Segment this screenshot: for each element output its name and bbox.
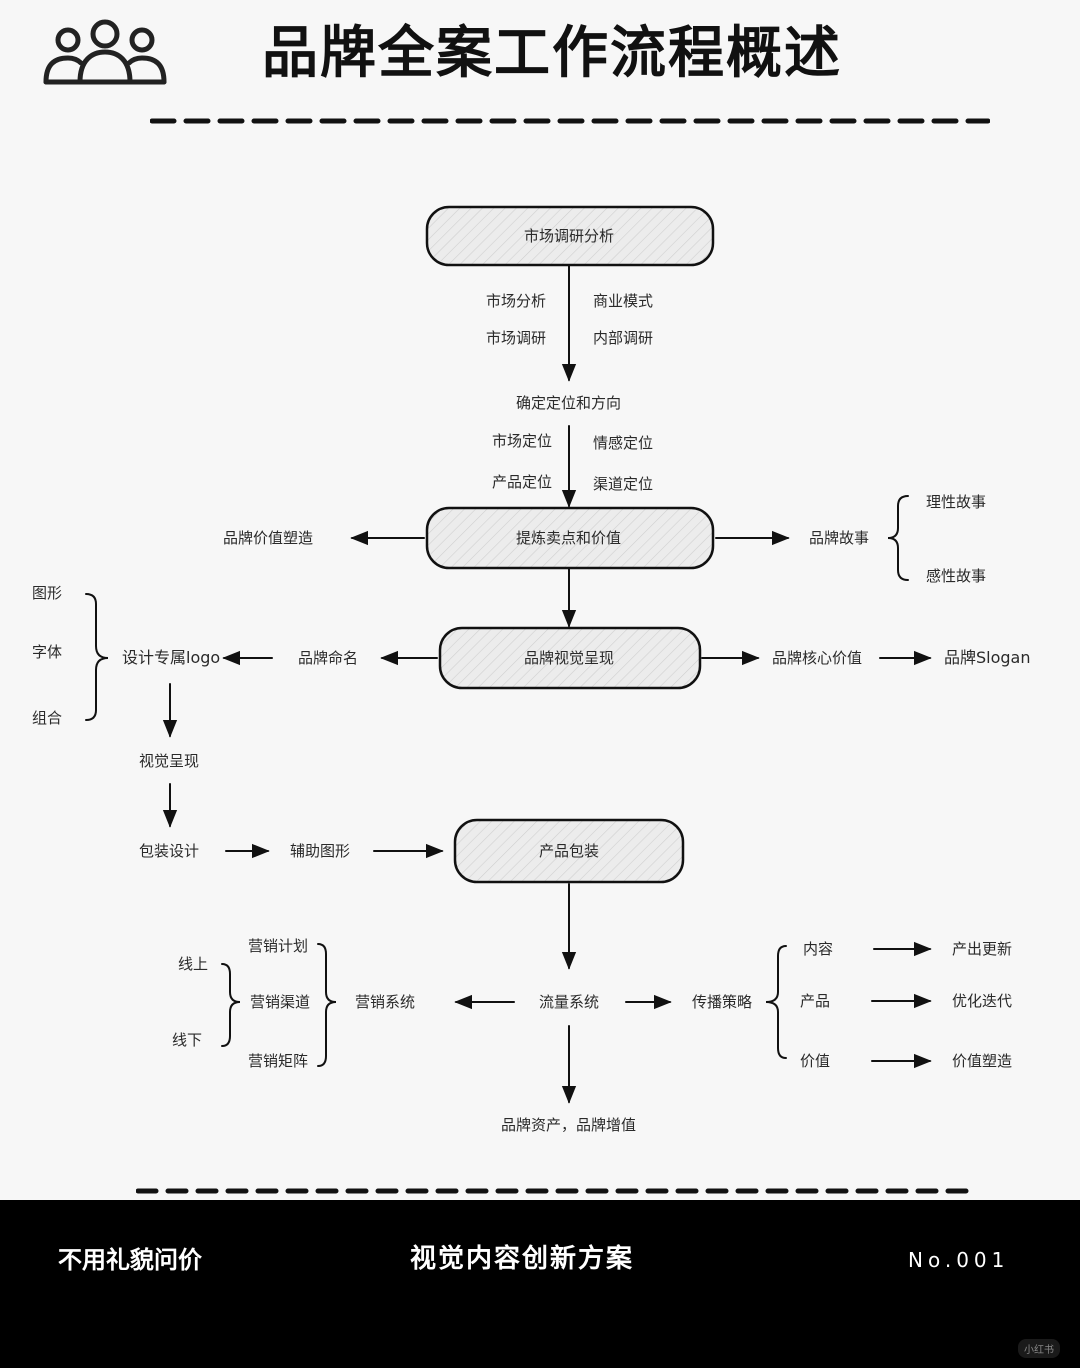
label-traffic-system: 流量系统	[539, 993, 600, 1011]
node-box-product-pack	[453, 818, 685, 884]
label-mkt-channel: 营销渠道	[250, 993, 311, 1011]
label-value-shaping: 价值塑造	[952, 1052, 1013, 1070]
label-brand-value-shaping: 品牌价值塑造	[223, 529, 314, 547]
brace-online-offline	[221, 963, 241, 1047]
label-emotional-story: 感性故事	[926, 567, 987, 585]
footer-left-text: 不用礼貌问价	[58, 1246, 202, 1274]
label-slogan: 品牌Slogan	[944, 648, 1031, 667]
node-visual-present: 品牌视觉呈现	[524, 649, 615, 667]
label-online: 线上	[178, 955, 209, 973]
label-combination: 组合	[32, 709, 63, 727]
label-emotion-pos: 情感定位	[593, 434, 654, 452]
node-refine-value: 提炼卖点和价值	[516, 529, 622, 547]
label-brand-asset: 品牌资产，品牌增值	[501, 1116, 637, 1134]
flow-connectors	[85, 205, 932, 1104]
label-content: 内容	[803, 940, 834, 958]
label-design-logo: 设计专属logo	[122, 648, 221, 667]
label-graphic: 图形	[32, 584, 63, 602]
label-visual-show: 视觉呈现	[139, 752, 200, 770]
watermark: 小红书	[1018, 1339, 1060, 1358]
label-mkt-matrix: 营销矩阵	[248, 1052, 309, 1070]
label-pack-design: 包装设计	[139, 842, 200, 860]
label-channel-pos: 渠道定位	[593, 475, 654, 493]
brace-brand-story	[887, 495, 909, 581]
node-product-pack: 产品包装	[539, 842, 600, 860]
label-mkt-system: 营销系统	[355, 993, 416, 1011]
label-output-update: 产出更新	[952, 940, 1013, 958]
label-rational-story: 理性故事	[926, 493, 987, 511]
brace-marketing-items	[317, 943, 337, 1067]
footer-bar	[0, 1200, 1080, 1368]
brace-logo-elements	[85, 593, 109, 721]
brace-spread-items	[765, 945, 787, 1059]
label-market-pos: 市场定位	[492, 432, 553, 450]
label-optimize-iterate: 优化迭代	[952, 992, 1013, 1010]
users-icon	[43, 19, 167, 85]
label-product: 产品	[800, 992, 831, 1010]
footer-number: No.001	[908, 1248, 1010, 1272]
label-brand-story: 品牌故事	[809, 529, 870, 547]
label-spread-strategy: 传播策略	[692, 993, 753, 1011]
label-positioning: 确定定位和方向	[516, 394, 622, 412]
footer-center-text: 视觉内容创新方案	[410, 1244, 635, 1274]
label-market-survey: 市场调研	[486, 329, 547, 347]
node-market-research: 市场调研分析	[524, 227, 615, 245]
top-divider	[150, 118, 990, 124]
label-business-model: 商业模式	[593, 292, 654, 310]
label-core-value: 品牌核心价值	[772, 649, 863, 667]
label-offline: 线下	[172, 1031, 203, 1049]
label-market-analysis: 市场分析	[486, 292, 547, 310]
label-brand-naming: 品牌命名	[298, 649, 359, 667]
label-internal-survey: 内部调研	[593, 329, 654, 347]
page-title: 品牌全案工作流程概述	[262, 21, 842, 86]
node-box-market-research	[425, 205, 715, 267]
label-mkt-plan: 营销计划	[248, 937, 309, 955]
label-font: 字体	[32, 643, 63, 661]
label-aux-graphic: 辅助图形	[290, 842, 351, 860]
node-box-visual-present	[438, 626, 702, 690]
bottom-divider	[136, 1188, 975, 1194]
node-box-refine-value	[425, 506, 715, 570]
label-product-pos: 产品定位	[492, 473, 553, 491]
label-value: 价值	[800, 1052, 831, 1070]
